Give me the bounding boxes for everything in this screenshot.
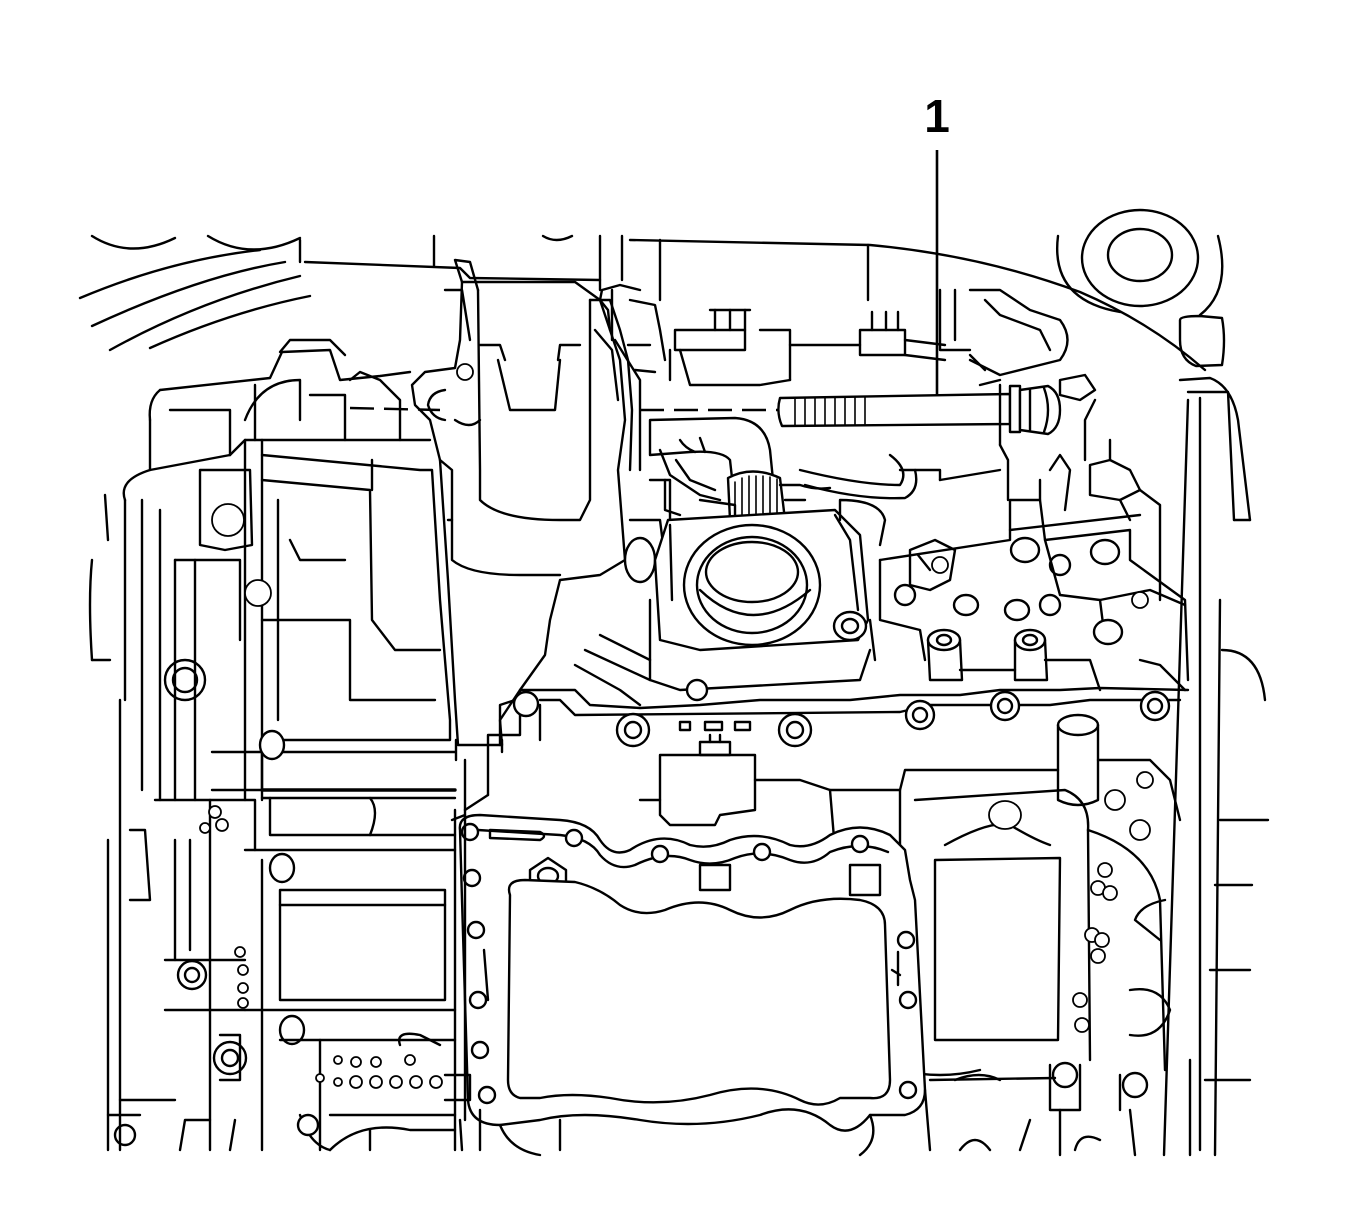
left-housing bbox=[88, 338, 457, 1152]
upper-frame bbox=[78, 208, 1270, 1157]
bottom-edge bbox=[178, 1118, 1102, 1152]
throttle-body bbox=[648, 498, 887, 692]
mount-bracket bbox=[410, 258, 672, 762]
callout-1-label: 1 bbox=[924, 90, 950, 142]
callout-1: 1 bbox=[924, 90, 950, 396]
upper-connectors bbox=[668, 288, 1069, 387]
valve-body bbox=[868, 373, 1190, 692]
oil-pan bbox=[443, 808, 932, 1157]
mount-bolt bbox=[349, 384, 1062, 436]
